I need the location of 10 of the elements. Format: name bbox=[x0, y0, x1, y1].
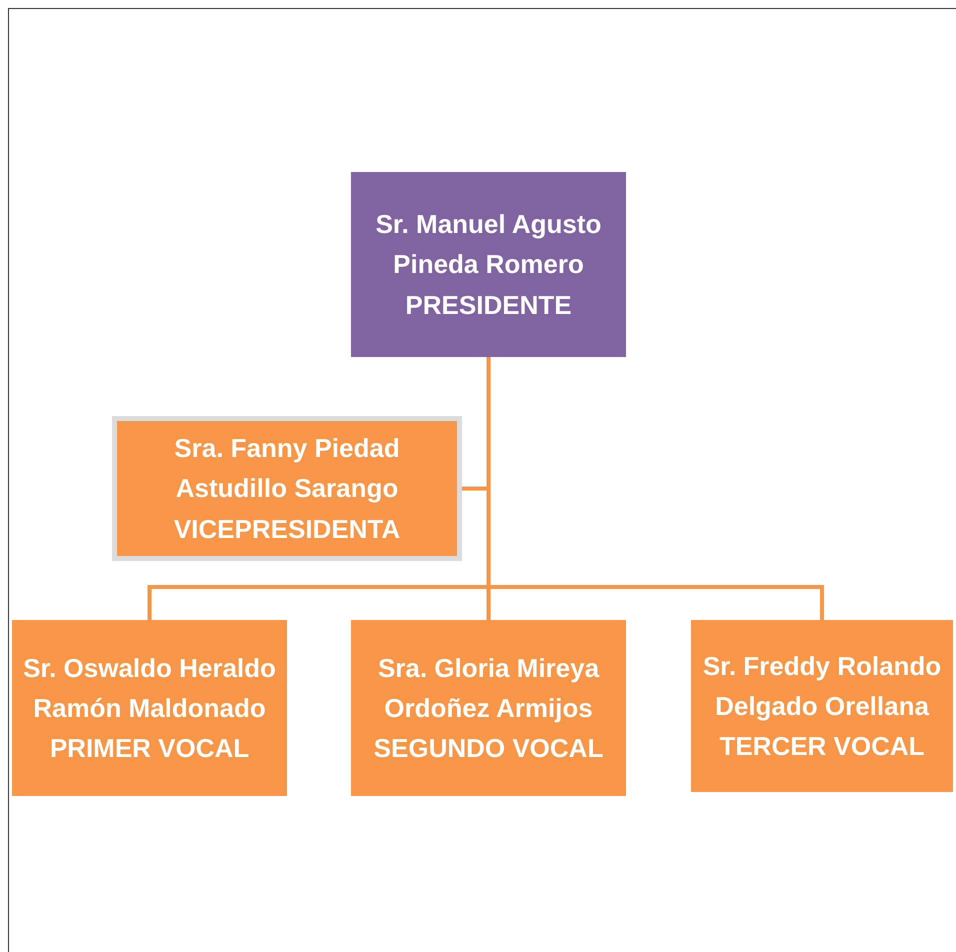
role-box bbox=[112, 416, 462, 561]
role-box bbox=[691, 620, 953, 792]
role-text: Sra. Gloria Mireya Ordoñez Armijos SEGUNDO VOCAL bbox=[372, 652, 604, 766]
role-text: Sr. Oswaldo Heraldo Ramón Maldonado PRIMER VOCAL bbox=[22, 652, 277, 766]
role-text: Sra. Fanny Piedad Astudillo Sarango VICEPRESIDENTA bbox=[172, 432, 402, 546]
role-text: Sr. Freddy Rolando Delgado Orellana TERCER VOCAL bbox=[702, 650, 942, 764]
role-text: Sr. Manuel Agusto Pineda Romero PRESIDENTE bbox=[374, 208, 602, 322]
role-box bbox=[351, 172, 626, 357]
role-box bbox=[12, 620, 287, 796]
role-box bbox=[351, 620, 626, 796]
